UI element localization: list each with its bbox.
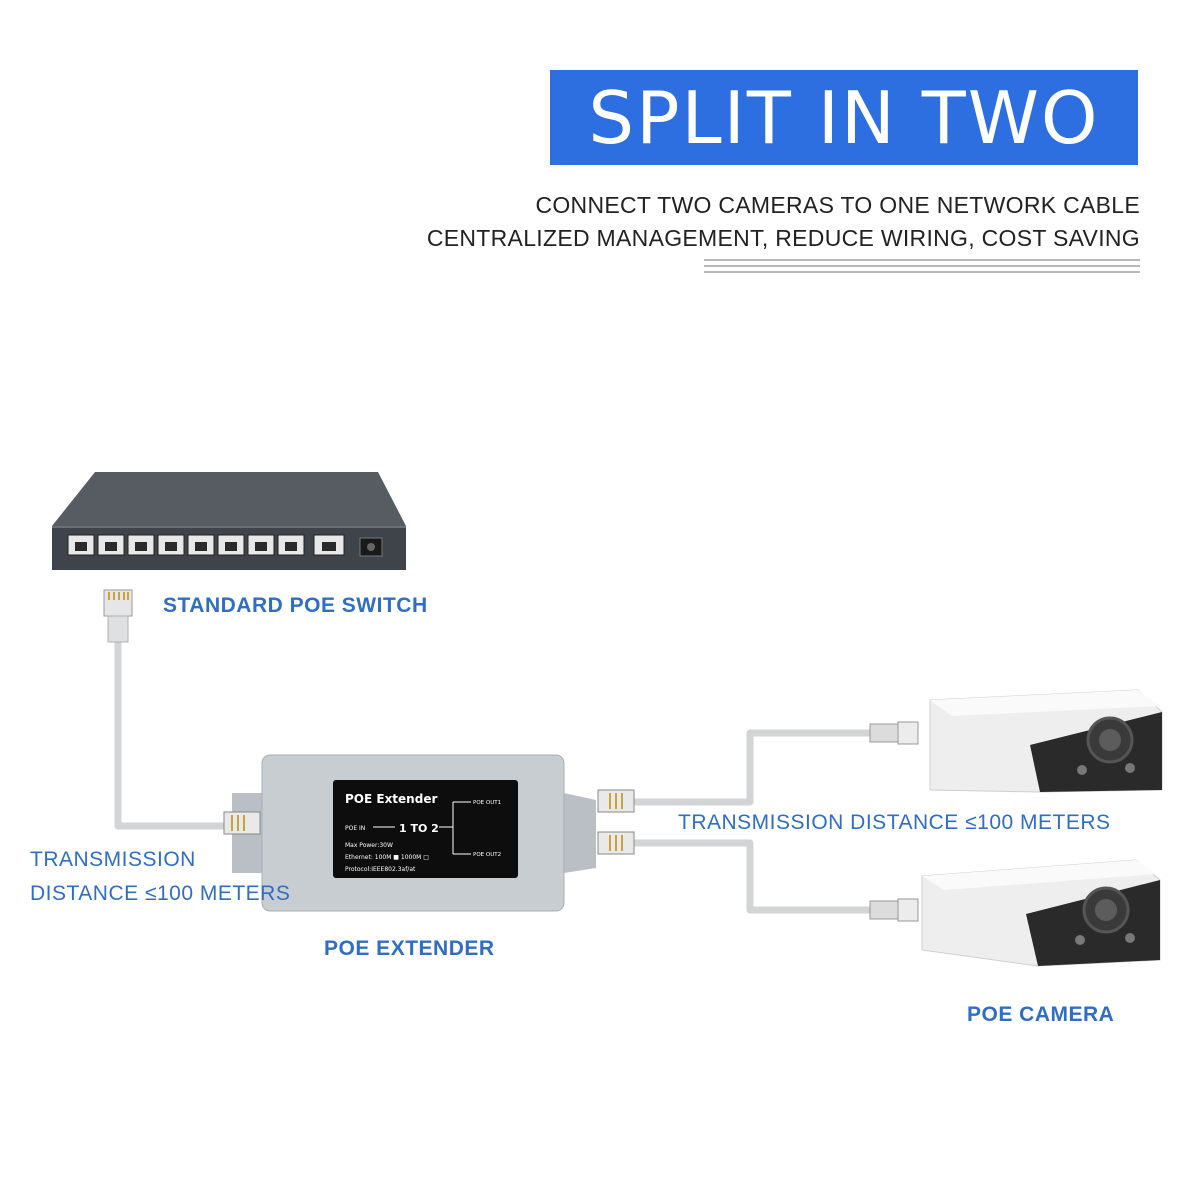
subtitle-line-1: CONNECT TWO CAMERAS TO ONE NETWORK CABLE (535, 192, 1140, 218)
plate-ratio: 1 TO 2 (399, 822, 439, 835)
plate-input: POE IN (345, 825, 366, 832)
label-poe-extender: POE EXTENDER (324, 937, 495, 960)
cables (114, 636, 874, 914)
label-distance-left-line-2: DISTANCE ≤100 METERS (30, 882, 291, 905)
plate-ethernet: Ethernet: 100M ■ 1000M □ (345, 854, 429, 861)
label-distance-left-line-1: TRANSMISSION (30, 848, 196, 871)
label-distance-right: TRANSMISSION DISTANCE ≤100 METERS (678, 811, 1111, 834)
plate-protocol: Protocol:IEEE802.3af/at (345, 866, 416, 873)
label-poe-camera: POE CAMERA (967, 1003, 1115, 1026)
extender-label-plate: POE Extender POE IN 1 TO 2 POE OUT1 POE … (333, 780, 518, 878)
plate-output-1: POE OUT1 (473, 800, 502, 806)
banner-title: SPLIT IN TWO (588, 75, 1100, 160)
cable-extender-to-camera-2 (631, 839, 874, 914)
plate-output-2: POE OUT2 (473, 852, 502, 858)
plate-split-lines (373, 801, 471, 855)
fine-print-lines (704, 256, 1140, 282)
plate-power: Max Power:30W (345, 842, 393, 849)
bullet-camera-icon (921, 859, 1161, 967)
cable-extender-to-camera-1 (631, 729, 874, 806)
rj45-plug-icon (869, 721, 919, 922)
title-banner: SPLIT IN TWO (550, 70, 1138, 165)
plate-title: POE Extender (345, 792, 438, 806)
subtitle-line-2: CENTRALIZED MANAGEMENT, REDUCE WIRING, C… (426, 225, 1140, 251)
bullet-camera-icon (929, 689, 1163, 793)
label-standard-poe-switch: STANDARD POE SWITCH (163, 594, 428, 617)
poe-switch-icon (52, 472, 406, 570)
rj45-plug-icon (103, 589, 133, 643)
cable-switch-to-extender (114, 636, 229, 830)
